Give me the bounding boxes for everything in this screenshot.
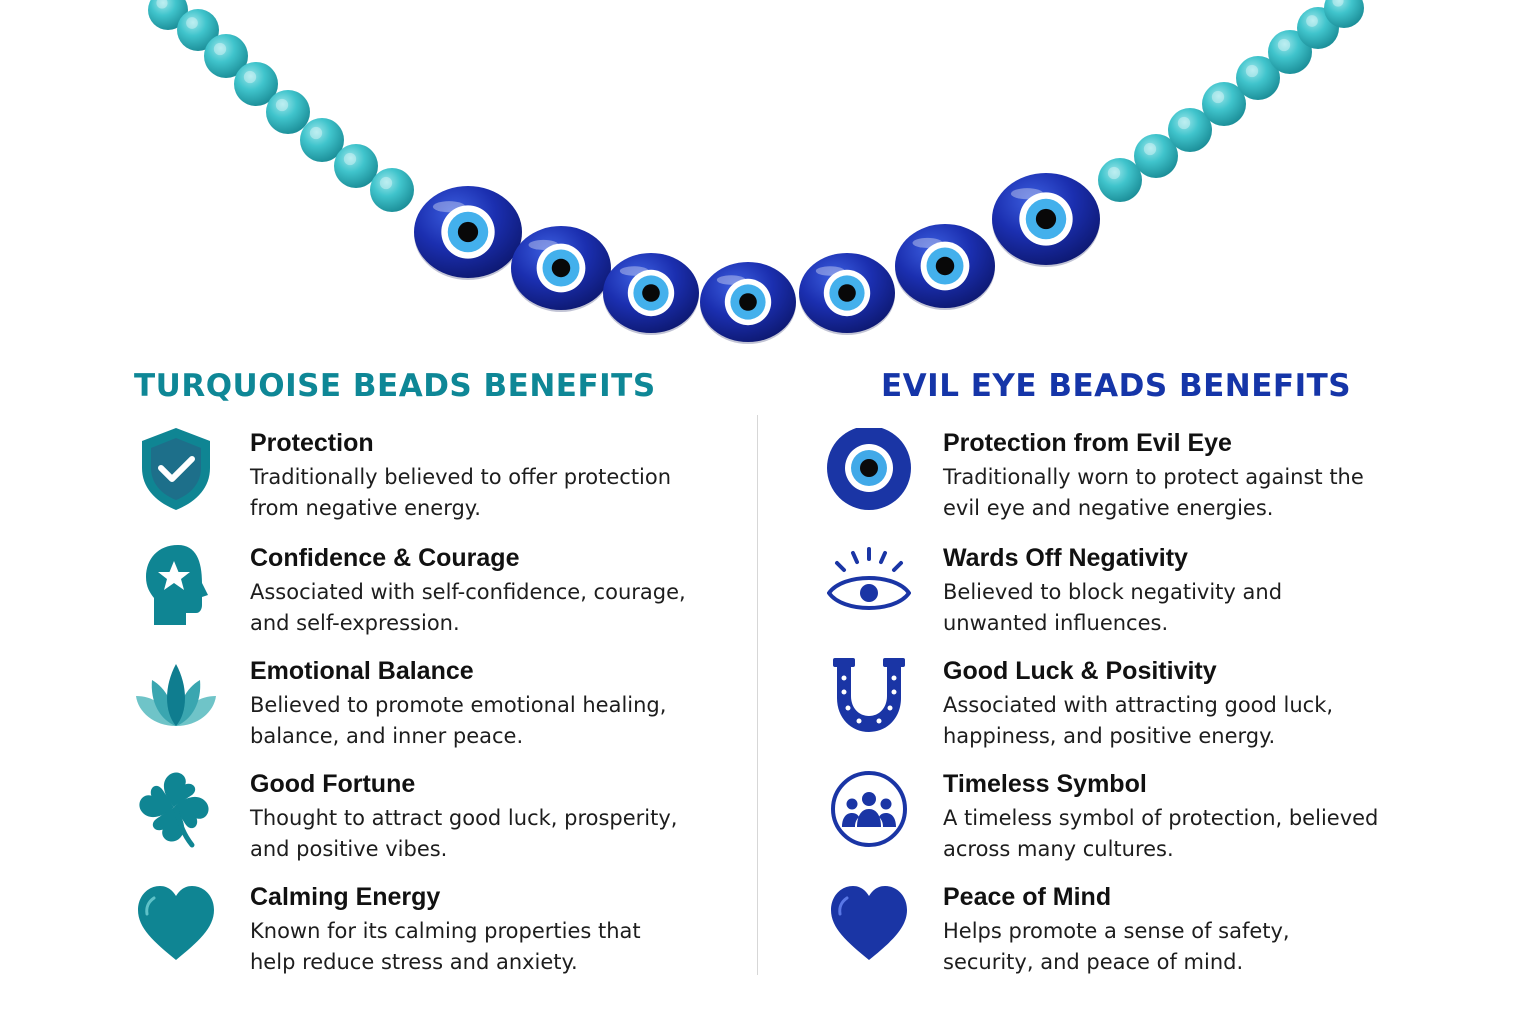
benefit-description: Associated with self-confidence, courage… (250, 580, 686, 635)
benefit-description: Believed to block negativity and unwante… (943, 580, 1283, 635)
turquoise-bead (148, 0, 188, 30)
heart-icon (827, 882, 911, 966)
evil-eye-beads (414, 173, 1100, 344)
turquoise-benefits-title: TURQUOISE BEADS BENEFITS (134, 368, 656, 404)
evil-eye-bead (799, 253, 895, 335)
clover-icon (134, 769, 218, 853)
turquoise-bead (1098, 158, 1142, 202)
benefit-title: Emotional Balance (250, 657, 474, 685)
turquoise-bead (300, 118, 344, 162)
benefit-description: Helps promote a sense of safety, securit… (943, 919, 1290, 974)
benefit-item-wards-off-negativity: Wards Off Negativity Believed to block n… (827, 543, 1387, 653)
benefit-title: Timeless Symbol (943, 770, 1147, 798)
benefit-item-good-luck: Good Luck & Positivity Associated with a… (827, 656, 1387, 766)
turquoise-bead (1134, 134, 1178, 178)
turquoise-bead (1168, 108, 1212, 152)
head-star-icon (134, 543, 218, 627)
benefit-item-protection: Protection Traditionally believed to off… (134, 428, 694, 538)
benefit-description: Known for its calming properties that he… (250, 919, 641, 974)
benefit-title: Confidence & Courage (250, 544, 520, 572)
people-circle-icon (827, 769, 911, 853)
benefit-description: A timeless symbol of protection, believe… (943, 806, 1379, 861)
horseshoe-icon (827, 656, 911, 740)
benefit-item-confidence: Confidence & Courage Associated with sel… (134, 543, 694, 653)
turquoise-bead (370, 168, 414, 212)
evil-eye-bead (700, 262, 796, 344)
evil-eye-bead (603, 253, 699, 335)
benefit-item-emotional-balance: Emotional Balance Believed to promote em… (134, 656, 694, 766)
benefit-item-protection-evil-eye: Protection from Evil Eye Traditionally w… (827, 428, 1387, 538)
benefit-title: Good Fortune (250, 770, 416, 798)
benefit-description: Thought to attract good luck, prosperity… (250, 806, 678, 861)
benefit-title: Good Luck & Positivity (943, 657, 1217, 685)
turquoise-beads (148, 0, 1364, 212)
shield-check-icon (134, 428, 218, 512)
evil-eye-bead (414, 186, 522, 280)
turquoise-bead (177, 9, 219, 51)
turquoise-bead (1324, 0, 1364, 28)
benefit-description: Associated with attracting good luck, ha… (943, 693, 1334, 748)
benefit-title: Protection from Evil Eye (943, 429, 1232, 457)
benefit-item-calming-energy: Calming Energy Known for its calming pro… (134, 882, 694, 992)
benefit-description: Traditionally believed to offer protecti… (250, 465, 672, 520)
turquoise-bead (334, 144, 378, 188)
benefit-item-timeless-symbol: Timeless Symbol A timeless symbol of pro… (827, 769, 1387, 879)
heart-icon (134, 882, 218, 966)
evil-eye-benefits-title: EVIL EYE BEADS BENEFITS (881, 368, 1352, 404)
benefit-title: Calming Energy (250, 883, 441, 911)
evil-eye-bead (992, 173, 1100, 267)
necklace-illustration (148, 0, 1364, 344)
benefit-title: Peace of Mind (943, 883, 1112, 911)
turquoise-bead (204, 34, 248, 78)
evil-eye-bead (511, 226, 611, 312)
turquoise-bead (266, 90, 310, 134)
benefit-title: Protection (250, 429, 374, 457)
benefit-item-peace-of-mind: Peace of Mind Helps promote a sense of s… (827, 882, 1387, 992)
turquoise-bead (1268, 30, 1312, 74)
benefit-item-good-fortune: Good Fortune Thought to attract good luc… (134, 769, 694, 879)
evil-eye-bead (895, 224, 995, 310)
evil-eye-icon (827, 428, 911, 512)
benefit-title: Wards Off Negativity (943, 544, 1188, 572)
column-divider (757, 415, 758, 975)
lotus-icon (134, 656, 218, 740)
benefit-description: Traditionally worn to protect against th… (943, 465, 1364, 520)
turquoise-bead (234, 62, 278, 106)
eye-rays-icon (827, 543, 911, 627)
turquoise-bead (1236, 56, 1280, 100)
benefit-description: Believed to promote emotional healing, b… (250, 693, 667, 748)
turquoise-bead (1202, 82, 1246, 126)
